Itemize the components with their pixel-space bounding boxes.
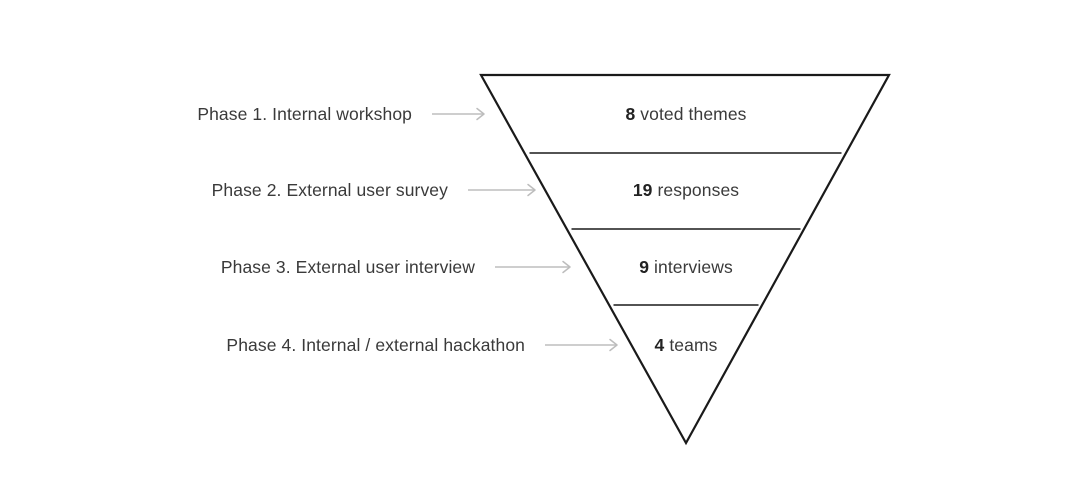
stage-label-2: 19 responses: [486, 180, 886, 200]
stage-value-4: 4: [654, 335, 665, 355]
stage-value-3: 9: [639, 257, 650, 277]
stage-label-1: 8 voted themes: [486, 104, 886, 124]
arrow-phase-2: [468, 183, 536, 197]
stage-label-4: 4 teams: [486, 335, 886, 355]
stage-label-3: 9 interviews: [486, 257, 886, 277]
arrow-phase-4: [545, 338, 618, 352]
stage-unit-text-4: teams: [669, 335, 718, 355]
stage-value-1: 8: [625, 104, 636, 124]
phase-label-4: Phase 4. Internal / external hackathon: [226, 335, 525, 355]
phase-label-2: Phase 2. External user survey: [211, 180, 448, 200]
phase-label-3: Phase 3. External user interview: [220, 257, 475, 277]
stage-value-2: 19: [632, 180, 653, 200]
phase-label-1: Phase 1. Internal workshop: [197, 104, 412, 124]
stage-unit-text-1: voted themes: [640, 104, 747, 124]
arrow-phase-1: [432, 107, 485, 121]
arrow-phase-3: [495, 260, 571, 274]
stage-unit-text-2: responses: [657, 180, 740, 200]
stage-unit-text-3: interviews: [654, 257, 733, 277]
funnel-outline: [479, 73, 891, 446]
